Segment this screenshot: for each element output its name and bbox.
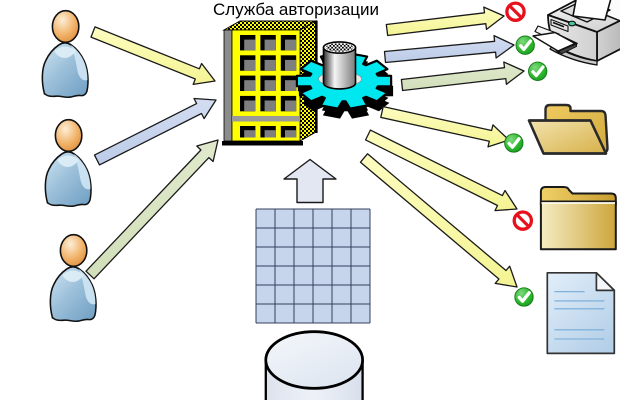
svg-text:Служба авторизации: Служба авторизации xyxy=(213,0,379,19)
